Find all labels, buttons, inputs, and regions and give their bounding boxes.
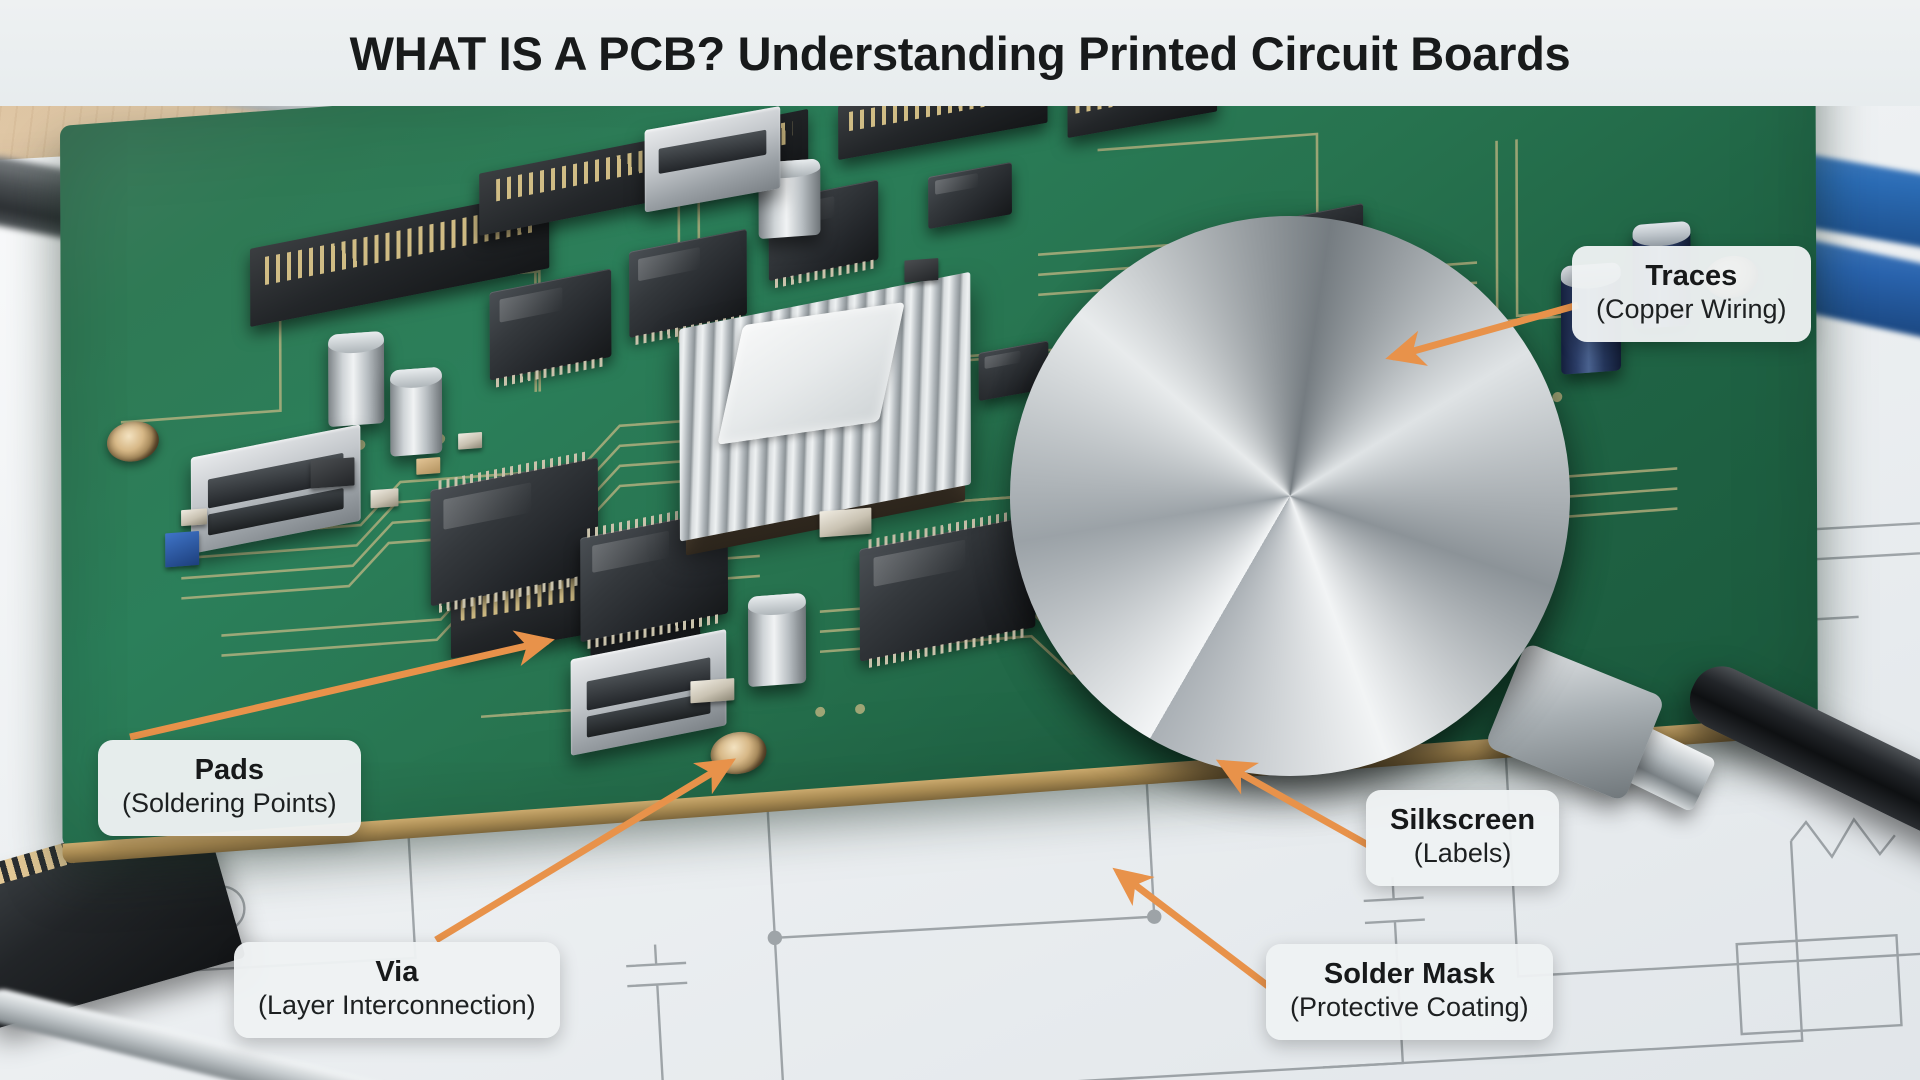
smd-resistor [458,431,483,450]
callout-silkscreen-title: Silkscreen [1390,804,1536,836]
qfp-chip [859,508,1036,668]
ethernet-slot [658,129,767,174]
electrolytic-capacitor [328,330,385,428]
pin-header-holes [1074,106,1210,114]
electrolytic-capacitor [390,366,443,457]
smd-resistor [181,508,208,527]
callout-via-subtitle: (Layer Interconnection) [258,990,536,1021]
qfp-chip [430,450,599,613]
magnifier-rim [1010,216,1570,776]
callout-solder-mask-subtitle: (Protective Coating) [1290,992,1529,1023]
pin-header-holes [848,106,1038,132]
electrolytic-capacitor [747,592,807,688]
crystal-oscillator [690,678,735,704]
callout-traces-title: Traces [1645,260,1738,292]
callout-via[interactable]: Via (Layer Interconnection) [234,942,560,1038]
callout-via-title: Via [375,956,419,988]
callout-solder-mask-title: Solder Mask [1323,958,1495,990]
callout-traces[interactable]: Traces (Copper Wiring) [1572,246,1811,342]
smd-resistor [416,457,441,475]
callout-pads[interactable]: Pads (Soldering Points) [98,740,361,836]
callout-pads-title: Pads [194,754,264,786]
smd-capacitor [370,488,399,509]
callout-silkscreen-subtitle: (Labels) [1413,838,1512,869]
magnifying-glass [1029,235,1920,920]
crystal-oscillator [819,507,872,538]
callout-pads-subtitle: (Soldering Points) [122,788,337,819]
trimmer-pot [165,530,200,568]
callout-traces-subtitle: (Copper Wiring) [1596,294,1787,325]
callout-solder-mask[interactable]: Solder Mask (Protective Coating) [1266,944,1553,1040]
callout-silkscreen[interactable]: Silkscreen (Labels) [1366,790,1560,886]
smd-ic [310,457,355,489]
header-bar: WHAT IS A PCB? Understanding Printed Cir… [0,0,1920,106]
page-title: WHAT IS A PCB? Understanding Printed Cir… [349,26,1571,80]
smd-diode [904,258,939,283]
